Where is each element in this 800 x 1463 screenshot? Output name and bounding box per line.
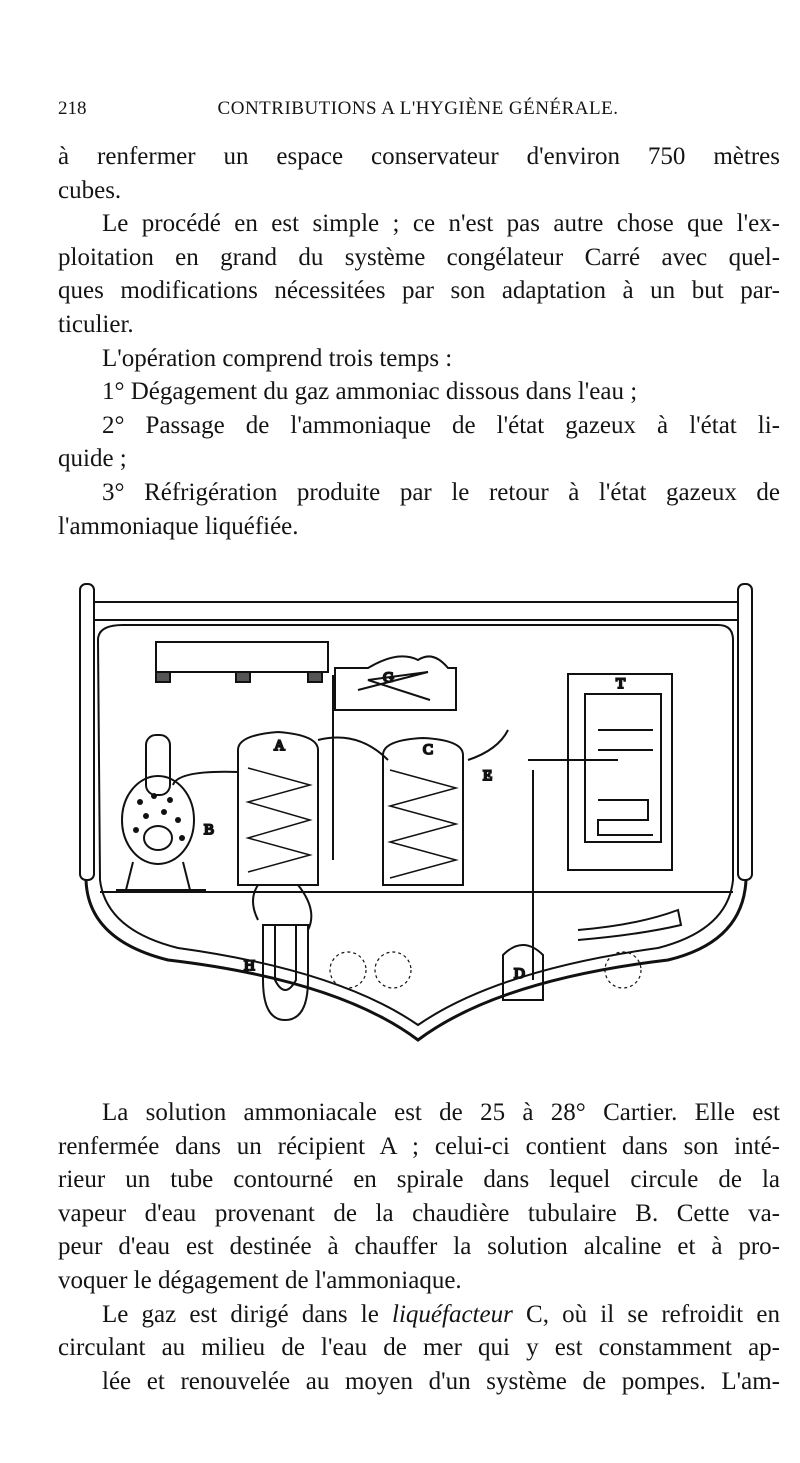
page-number: 218	[58, 98, 87, 119]
figure-label-e: E	[483, 768, 492, 784]
text-line: à renfermer un espace conservateur d'env…	[58, 143, 780, 170]
text-line: ticulier.	[58, 310, 134, 338]
text-span: Le gaz est dirigé dans le	[102, 1300, 379, 1328]
text-line: 3° Réfrigération produite par le retour …	[102, 478, 780, 506]
text-line: cubes.	[58, 176, 122, 204]
text-line: quide ;	[58, 445, 127, 473]
figure-label-c: C	[423, 742, 433, 758]
text-span: C, où il se refroidit en	[526, 1300, 781, 1328]
figure-label-h: H	[244, 958, 255, 974]
text-line: voquer le dégagement de l'ammoniaque.	[58, 1266, 462, 1294]
text-line: peur d'eau est destinée à chauffer la so…	[58, 1233, 780, 1261]
text-line: circulant au milieu de l'eau de mer qui …	[58, 1334, 780, 1362]
italic-term: liquéfacteur	[392, 1300, 513, 1328]
text-line: Le procédé en est simple ; ce n'est pas …	[102, 210, 780, 238]
text-line: lée et renouvelée au moyen d'un système …	[102, 1367, 780, 1395]
text-line: renfermée dans un récipient A ; celui-ci…	[58, 1132, 780, 1160]
figure-label-g: G	[383, 670, 394, 686]
text-line: vapeur d'eau provenant de la chaudière t…	[58, 1199, 780, 1227]
text-line: L'opération comprend trois temps :	[102, 344, 453, 372]
refrigeration-apparatus-figure: G B A C E T H D	[79, 583, 753, 1042]
running-header: 218 CONTRIBUTIONS A L'HYGIÈNE GÉNÉRALE.	[58, 98, 778, 124]
figure-label-b: B	[204, 822, 214, 838]
text-block-bottom: La solution ammoniacale est de 25 à 28° …	[58, 1096, 780, 1398]
running-title: CONTRIBUTIONS A L'HYGIÈNE GÉNÉRALE.	[217, 98, 619, 119]
figure-label-a: A	[274, 738, 285, 754]
text-line: ques modifications nécessitées par son a…	[58, 277, 780, 305]
text-line: 1° Dégagement du gaz ammoniac dissous da…	[102, 378, 638, 406]
text-block-top: à renfermer un espace conservateur d'env…	[58, 140, 780, 543]
text-line: rieur un tube contourné en spirale dans …	[58, 1166, 780, 1194]
text-line: Le gaz est dirigé dans le liquéfacteur C…	[58, 1298, 780, 1332]
figure-label-d: D	[514, 966, 525, 982]
text-line: ploitation en grand du système congélate…	[58, 243, 780, 271]
figure-label-t: T	[616, 676, 625, 692]
text-line: La solution ammoniacale est de 25 à 28° …	[102, 1099, 780, 1126]
text-line: 2° Passage de l'ammoniaque de l'état gaz…	[102, 411, 780, 439]
text-line: l'ammoniaque liquéfiée.	[58, 512, 299, 540]
